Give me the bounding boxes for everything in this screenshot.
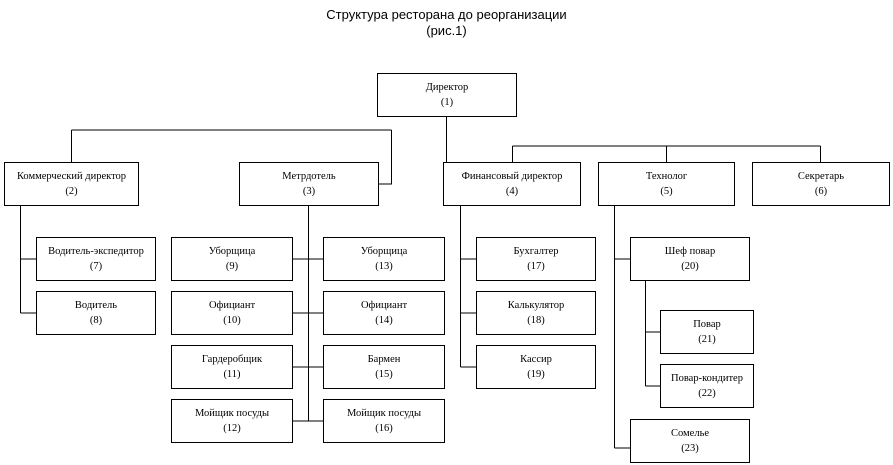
node-waiter-left: Официант (10) xyxy=(171,291,293,335)
node-bartender: Бармен (15) xyxy=(323,345,445,389)
node-label: Уборщица xyxy=(208,246,256,257)
node-financial-director: Финансовый директор (4) xyxy=(443,162,581,206)
node-label: Мойщик посуды xyxy=(346,408,421,419)
node-accountant: Бухгалтер (17) xyxy=(476,237,596,281)
node-label: Метрдотель xyxy=(282,171,336,182)
node-number: (6) xyxy=(814,186,828,197)
node-label: Калькулятор xyxy=(507,300,565,311)
node-cashier: Кассир (19) xyxy=(476,345,596,389)
node-label: Директор xyxy=(425,82,469,93)
node-label: Бухгалтер xyxy=(513,246,559,257)
node-number: (3) xyxy=(302,186,316,197)
node-number: (9) xyxy=(225,261,239,272)
node-label: Мойщик посуды xyxy=(194,408,269,419)
node-number: (20) xyxy=(681,261,699,272)
node-number: (10) xyxy=(223,315,241,326)
node-label: Шеф повар xyxy=(664,246,716,257)
diagram-title: Структура ресторана до реорганизации xyxy=(326,7,567,22)
node-label: Повар xyxy=(693,319,721,330)
node-label: Водитель-экспедитор xyxy=(48,246,144,257)
node-label: Официант xyxy=(360,300,408,311)
diagram-subtitle: (рис.1) xyxy=(426,23,467,38)
node-label: Кассир xyxy=(520,354,552,365)
node-number: (14) xyxy=(375,315,393,326)
node-technologist: Технолог (5) xyxy=(598,162,735,206)
node-dishwasher-right: Мойщик посуды (16) xyxy=(323,399,445,443)
node-number: (8) xyxy=(89,315,103,326)
node-waiter-right: Официант (14) xyxy=(323,291,445,335)
node-secretary: Секретарь (6) xyxy=(752,162,890,206)
node-number: (23) xyxy=(681,443,699,454)
node-number: (19) xyxy=(527,369,545,380)
node-label: Официант xyxy=(208,300,256,311)
node-pastry-cook: Повар-кондитер (22) xyxy=(660,364,754,408)
node-number: (18) xyxy=(527,315,545,326)
node-maitre-d: Метрдотель (3) xyxy=(239,162,379,206)
node-commercial-director: Коммерческий директор (2) xyxy=(4,162,139,206)
connector-to-maitre xyxy=(379,130,392,185)
node-chef: Шеф повар (20) xyxy=(630,237,750,281)
node-number: (22) xyxy=(698,388,716,399)
node-dishwasher-left: Мойщик посуды (12) xyxy=(171,399,293,443)
node-driver: Водитель (8) xyxy=(36,291,156,335)
node-label: Повар-кондитер xyxy=(671,373,743,384)
node-label: Бармен xyxy=(367,354,401,365)
node-label: Секретарь xyxy=(797,171,845,182)
node-label: Уборщица xyxy=(360,246,408,257)
node-director: Директор (1) xyxy=(377,73,517,117)
node-cloakroom-attendant: Гардеробщик (11) xyxy=(171,345,293,389)
node-label: Финансовый директор xyxy=(461,171,563,182)
node-driver-forwarder: Водитель-экспедитор (7) xyxy=(36,237,156,281)
node-number: (15) xyxy=(375,369,393,380)
node-cleaner-right: Уборщица (13) xyxy=(323,237,445,281)
node-number: (2) xyxy=(65,186,78,197)
node-calculator: Калькулятор (18) xyxy=(476,291,596,335)
node-number: (17) xyxy=(527,261,545,272)
node-label: Сомелье xyxy=(670,428,710,439)
node-number: (13) xyxy=(375,261,393,272)
node-number: (12) xyxy=(223,423,241,434)
node-number: (21) xyxy=(698,334,716,345)
node-number: (11) xyxy=(223,369,241,380)
node-number: (4) xyxy=(505,186,519,197)
node-number: (16) xyxy=(375,423,393,434)
node-sommelier: Сомелье (23) xyxy=(630,419,750,463)
node-label: Коммерческий директор xyxy=(16,171,127,182)
node-cleaner-left: Уборщица (9) xyxy=(171,237,293,281)
node-label: Водитель xyxy=(74,300,118,311)
node-number: (7) xyxy=(89,261,103,272)
node-cook: Повар (21) xyxy=(660,310,754,354)
node-label: Гардеробщик xyxy=(201,354,263,365)
node-number: (5) xyxy=(660,186,673,197)
node-number: (1) xyxy=(440,97,454,108)
node-label: Технолог xyxy=(645,171,688,182)
